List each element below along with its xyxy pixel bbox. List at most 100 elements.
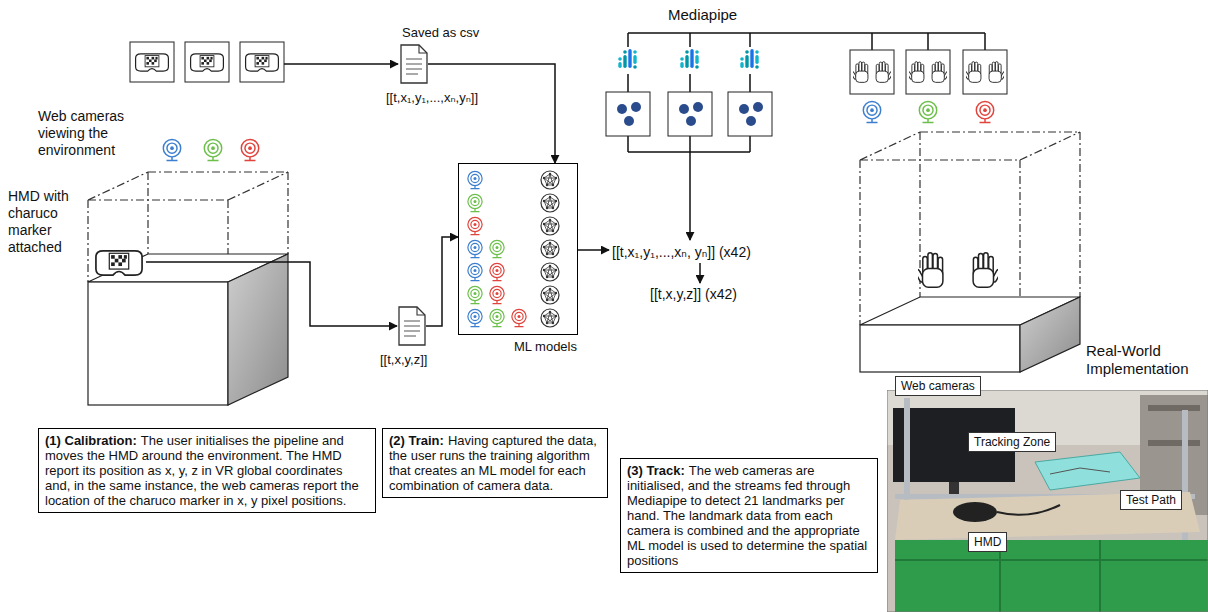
model-icons — [468, 263, 482, 280]
photo-label: HMD — [968, 532, 1007, 552]
model-icons — [468, 171, 559, 327]
photo-label: Tracking Zone — [968, 432, 1056, 452]
tracking-volume — [228, 254, 288, 405]
flow-arrow — [699, 263, 701, 283]
step-heading: (1) Calibration: — [45, 433, 137, 448]
csv-document: [[t,x,y,z]] — [398, 306, 426, 346]
model-icons — [468, 286, 482, 303]
lab-photo — [1050, 468, 1110, 474]
label-text: Tracking Zone — [974, 435, 1050, 449]
hand-frame — [850, 50, 1007, 94]
tracking-volume — [96, 251, 142, 275]
hmd-frame — [191, 54, 224, 71]
document-fold — [417, 307, 425, 315]
lab-photo — [1035, 452, 1140, 490]
landmark-frame — [693, 102, 703, 112]
hmd-frame — [130, 42, 174, 82]
step-box: (1) Calibration:The user initialises the… — [38, 428, 376, 513]
connector — [426, 237, 458, 326]
hmd-frame — [130, 42, 284, 82]
photo-label: Web cameras — [895, 376, 981, 396]
hmd-frame — [185, 42, 229, 82]
hand-frame — [932, 62, 949, 83]
flow-arrow — [689, 152, 691, 240]
model-icons — [541, 286, 559, 304]
webcam-icon — [163, 139, 180, 160]
landmark-frame — [679, 104, 689, 114]
tracking-volume — [88, 282, 228, 405]
landmark-frame — [631, 102, 641, 112]
model-icons — [541, 194, 559, 212]
landmark-frame — [606, 92, 772, 136]
tracking-volume — [973, 253, 1002, 288]
landmark-frame — [686, 116, 696, 126]
model-icons — [468, 309, 482, 326]
photo-label: Test Path — [1120, 490, 1182, 510]
document-outline — [399, 307, 425, 345]
mediapipe-bracket — [628, 33, 985, 152]
step-heading: (3) Track: — [627, 463, 685, 478]
landmark-frame — [624, 116, 634, 126]
annotation: HMD with charuco marker attached — [8, 188, 80, 256]
step-box: (2) Train:Having captured the data, the … — [382, 428, 608, 498]
step-box: (3) Track:The web cameras are initialise… — [620, 458, 878, 573]
landmark-frame — [606, 92, 650, 136]
landmark-frame — [739, 104, 749, 114]
group-title: ML models — [514, 339, 577, 355]
annotation: Web cameras viewing the environment — [38, 108, 138, 159]
landmark-frame — [668, 92, 712, 136]
model-group: ML models — [458, 163, 578, 335]
lab-photo — [895, 540, 1208, 612]
step-text: The web cameras are initialised, and the… — [627, 463, 867, 568]
lab-photo — [887, 390, 1208, 612]
lab-photo — [887, 390, 1208, 612]
webcam-icon — [919, 101, 936, 122]
tracking-volume — [860, 132, 1080, 325]
tracking-volume — [88, 172, 288, 282]
hand-frame — [907, 62, 924, 83]
model-icons — [541, 309, 559, 327]
model-icons — [541, 217, 559, 235]
landmark-frame — [746, 116, 756, 126]
section-title: Real-World Implementation — [1086, 342, 1204, 378]
label-text: Test Path — [1126, 493, 1176, 507]
model-icons — [468, 240, 482, 257]
lab-photo — [895, 492, 1200, 540]
hand-frame — [876, 62, 893, 83]
webcam-icon — [163, 139, 258, 160]
tracking-volume — [860, 325, 1020, 372]
flow-arrow — [146, 262, 397, 326]
flow-arrow — [284, 63, 398, 65]
hand-frame — [850, 50, 894, 94]
model-icons — [512, 309, 526, 326]
landmark-frame — [728, 92, 772, 136]
hmd-frame — [246, 54, 279, 71]
hand-frame — [964, 62, 981, 83]
label-text: HMD — [974, 535, 1001, 549]
data-format: [[t,x,y,z]] (x42) — [650, 286, 737, 303]
landmark-frame — [617, 104, 627, 114]
lab-photo — [1148, 440, 1200, 446]
lab-photo — [895, 540, 1208, 612]
webcam-icon — [976, 101, 993, 122]
tracking-volume — [860, 132, 1080, 372]
model-icons — [541, 240, 559, 258]
model-icons — [490, 286, 504, 303]
tracking-volume — [973, 253, 1002, 288]
lab-photo — [949, 482, 959, 496]
flow-arrow — [578, 249, 609, 251]
model-icons — [490, 309, 504, 326]
webcam-icon — [204, 139, 221, 160]
model-icons — [468, 217, 482, 234]
connector — [428, 64, 555, 163]
model-icons — [468, 171, 482, 188]
model-icons — [541, 263, 559, 281]
data-format: [[t,x₁,y₁,...,xₙ, yₙ]] (x42) — [612, 244, 751, 261]
step-heading: (2) Train: — [389, 433, 444, 448]
data-format: [[t,x,y,z]] — [380, 352, 427, 368]
document-lines — [406, 59, 422, 74]
tracking-volume — [1020, 297, 1080, 372]
data-format: [[t,x₁,y₁,...,xₙ,yₙ]] — [386, 90, 478, 106]
